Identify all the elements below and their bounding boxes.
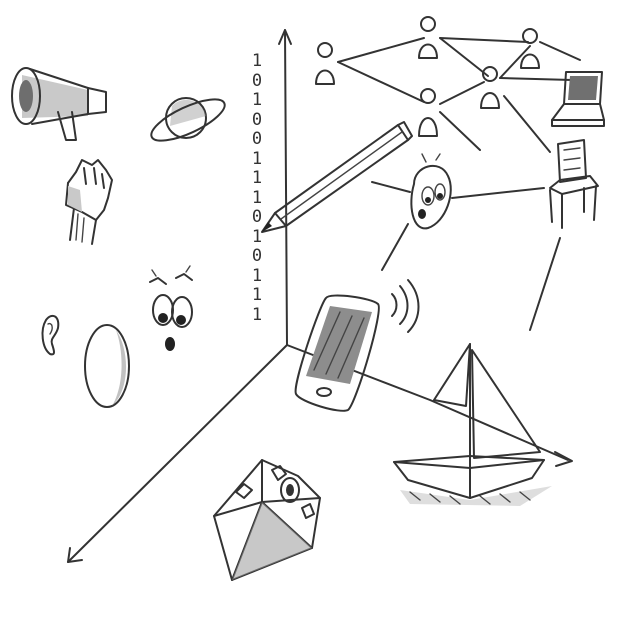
binary-digit: 0	[251, 70, 263, 91]
x-axis-arrow-icon	[554, 451, 573, 467]
worried-face-icon	[410, 153, 452, 230]
signal-wave-icon	[407, 279, 420, 333]
ear-icon	[41, 314, 60, 356]
signal-wave-icon	[391, 293, 398, 317]
person-icon	[520, 28, 540, 69]
binary-digit: 1	[251, 187, 263, 208]
megaphone-icon	[11, 67, 107, 141]
raised-fist-icon	[65, 159, 113, 245]
binary-digit: 1	[251, 168, 263, 188]
laptop-icon	[551, 71, 605, 127]
binary-digit: 1	[251, 51, 263, 71]
pencil-icon	[261, 121, 413, 233]
person-icon	[418, 16, 438, 59]
binary-digit: 1	[251, 226, 263, 247]
person-icon	[480, 66, 500, 109]
binary-digit: 0	[251, 109, 263, 130]
saturn-planet-icon	[150, 97, 226, 142]
sailboat-icon	[393, 343, 552, 506]
y-axis-line	[284, 29, 288, 346]
binary-digit: 0	[251, 129, 263, 149]
signal-wave-icon	[399, 285, 409, 325]
z-axis-line	[67, 344, 288, 563]
house-box-icon	[213, 459, 321, 581]
smartphone-icon	[294, 279, 420, 412]
axes	[67, 29, 573, 563]
network-people-icon	[315, 16, 581, 331]
y-axis-arrow-icon	[278, 29, 292, 45]
binary-digit: 1	[251, 285, 263, 305]
binary-digit: 0	[251, 207, 263, 227]
z-axis-arrow-icon	[67, 547, 83, 563]
chair-icon	[549, 139, 599, 229]
egg-head-icon	[84, 324, 130, 408]
binary-digit: 1	[251, 304, 263, 325]
binary-digit: 0	[251, 246, 263, 266]
binary-digit: 1	[251, 148, 263, 169]
surprised-face-icon	[149, 265, 193, 351]
binary-digit: 1	[251, 265, 263, 286]
binary-digit: 1	[251, 90, 263, 110]
person-icon	[315, 42, 335, 85]
person-icon	[418, 88, 438, 137]
